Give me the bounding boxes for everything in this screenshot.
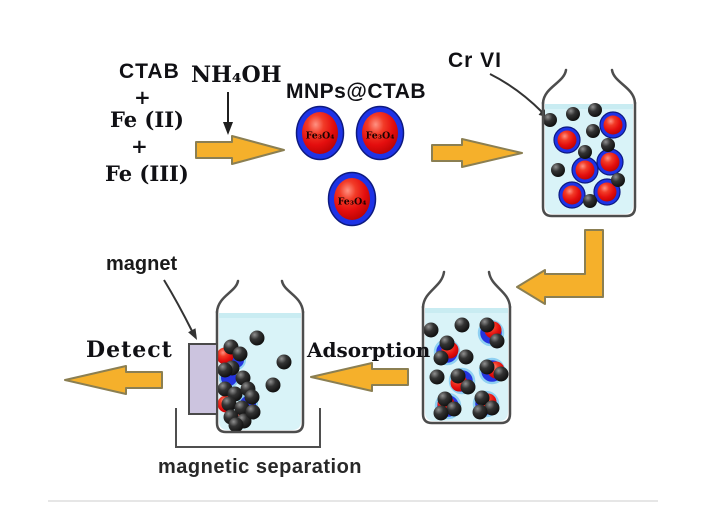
flask2-neck-right bbox=[487, 270, 512, 309]
crvi-particle bbox=[437, 391, 453, 407]
mnp-core bbox=[597, 182, 617, 202]
crvi-particle bbox=[433, 350, 449, 366]
label-mnps-ctab: MNPs@CTAB bbox=[286, 80, 427, 103]
flask1-neck-left bbox=[541, 68, 568, 105]
flask1-neck-right bbox=[610, 68, 637, 105]
label-fe3o4-1: Fe₃O₄ bbox=[305, 130, 335, 142]
arrow-to-flask bbox=[431, 138, 523, 168]
label-plus-1: + bbox=[134, 85, 151, 109]
magnet-arrow-line bbox=[163, 279, 193, 332]
crvi-particle bbox=[439, 335, 455, 351]
label-nh4oh: NH₄OH bbox=[191, 62, 282, 88]
crvi-particle bbox=[460, 379, 476, 395]
arrow-bent-down-left bbox=[516, 229, 604, 305]
arrow-adsorption bbox=[310, 362, 409, 392]
crvi-particle bbox=[601, 138, 615, 152]
label-magnet: magnet bbox=[106, 253, 178, 275]
crvi-particle bbox=[276, 354, 292, 370]
crvi-particle bbox=[479, 317, 495, 333]
crvi-particle bbox=[265, 377, 281, 393]
magnet-bar bbox=[188, 343, 218, 415]
crvi-particle bbox=[472, 404, 488, 420]
flask2-glass bbox=[421, 305, 512, 425]
crvi-particle bbox=[578, 145, 592, 159]
magnet-arrow-head bbox=[188, 328, 197, 340]
arrow-synthesis bbox=[195, 135, 285, 165]
mnp-core bbox=[557, 130, 577, 150]
crvi-particle bbox=[221, 396, 237, 412]
mnp-core bbox=[562, 185, 582, 205]
crvi-particle bbox=[484, 400, 500, 416]
mnp-core bbox=[603, 115, 623, 135]
label-adsorption: Adsorption bbox=[307, 338, 431, 362]
crvi-particle bbox=[217, 362, 233, 378]
crvi-particle bbox=[232, 346, 248, 362]
label-magnetic-separation: magnetic separation bbox=[158, 456, 363, 478]
crvi-particle bbox=[583, 194, 597, 208]
crvi-particle bbox=[543, 113, 557, 127]
mnp-big-core bbox=[362, 112, 398, 154]
label-fe3o4-2: Fe₃O₄ bbox=[365, 130, 395, 142]
crvi-particle bbox=[566, 107, 580, 121]
mnp-big-core bbox=[334, 178, 370, 220]
crvi-particle bbox=[551, 163, 565, 177]
crvi-particle bbox=[245, 404, 261, 420]
crvi-particle bbox=[588, 103, 602, 117]
label-fe3o4-3: Fe₃O₄ bbox=[337, 196, 367, 208]
label-plus-2: + bbox=[131, 134, 148, 158]
flask2-neck-left bbox=[421, 270, 446, 309]
crvi-particle bbox=[479, 359, 495, 375]
crvi-particle bbox=[423, 322, 439, 338]
flask3-glass bbox=[215, 310, 305, 434]
crvi-particle bbox=[433, 405, 449, 421]
crvi-particle bbox=[228, 417, 244, 433]
crvi-particle bbox=[489, 333, 505, 349]
mnp-core bbox=[600, 152, 620, 172]
label-cr-vi: Cr VI bbox=[448, 49, 503, 72]
crvi-particle bbox=[244, 389, 260, 405]
crvi-particle bbox=[493, 366, 509, 382]
label-detect: Detect bbox=[86, 337, 173, 363]
crvi-particle bbox=[458, 349, 474, 365]
label-fe2: Fe (II) bbox=[110, 107, 184, 132]
label-fe3: Fe (III) bbox=[105, 161, 189, 186]
flask3-neck-right bbox=[280, 279, 305, 314]
separation-bracket bbox=[175, 408, 321, 448]
crvi-particle bbox=[454, 317, 470, 333]
flask1-glass bbox=[541, 101, 637, 218]
crvi-particle bbox=[429, 369, 445, 385]
flask2-liquid-surface bbox=[425, 308, 508, 313]
flask3-neck-left bbox=[215, 279, 240, 314]
crvi-particle bbox=[611, 173, 625, 187]
arrow-detect bbox=[64, 365, 163, 395]
crvi-arrow-line bbox=[489, 73, 543, 113]
mnp-core bbox=[575, 160, 595, 180]
crvi-particle bbox=[249, 330, 265, 346]
crvi-particle bbox=[586, 124, 600, 138]
crvi-particle bbox=[450, 368, 466, 384]
nh4oh-arrow-head bbox=[223, 122, 233, 135]
mnp-big-core bbox=[302, 112, 338, 154]
flask3-liquid-surface bbox=[219, 313, 301, 318]
label-ctab: CTAB bbox=[119, 60, 180, 83]
crvi-particle bbox=[474, 390, 490, 406]
crvi-particle bbox=[446, 401, 462, 417]
